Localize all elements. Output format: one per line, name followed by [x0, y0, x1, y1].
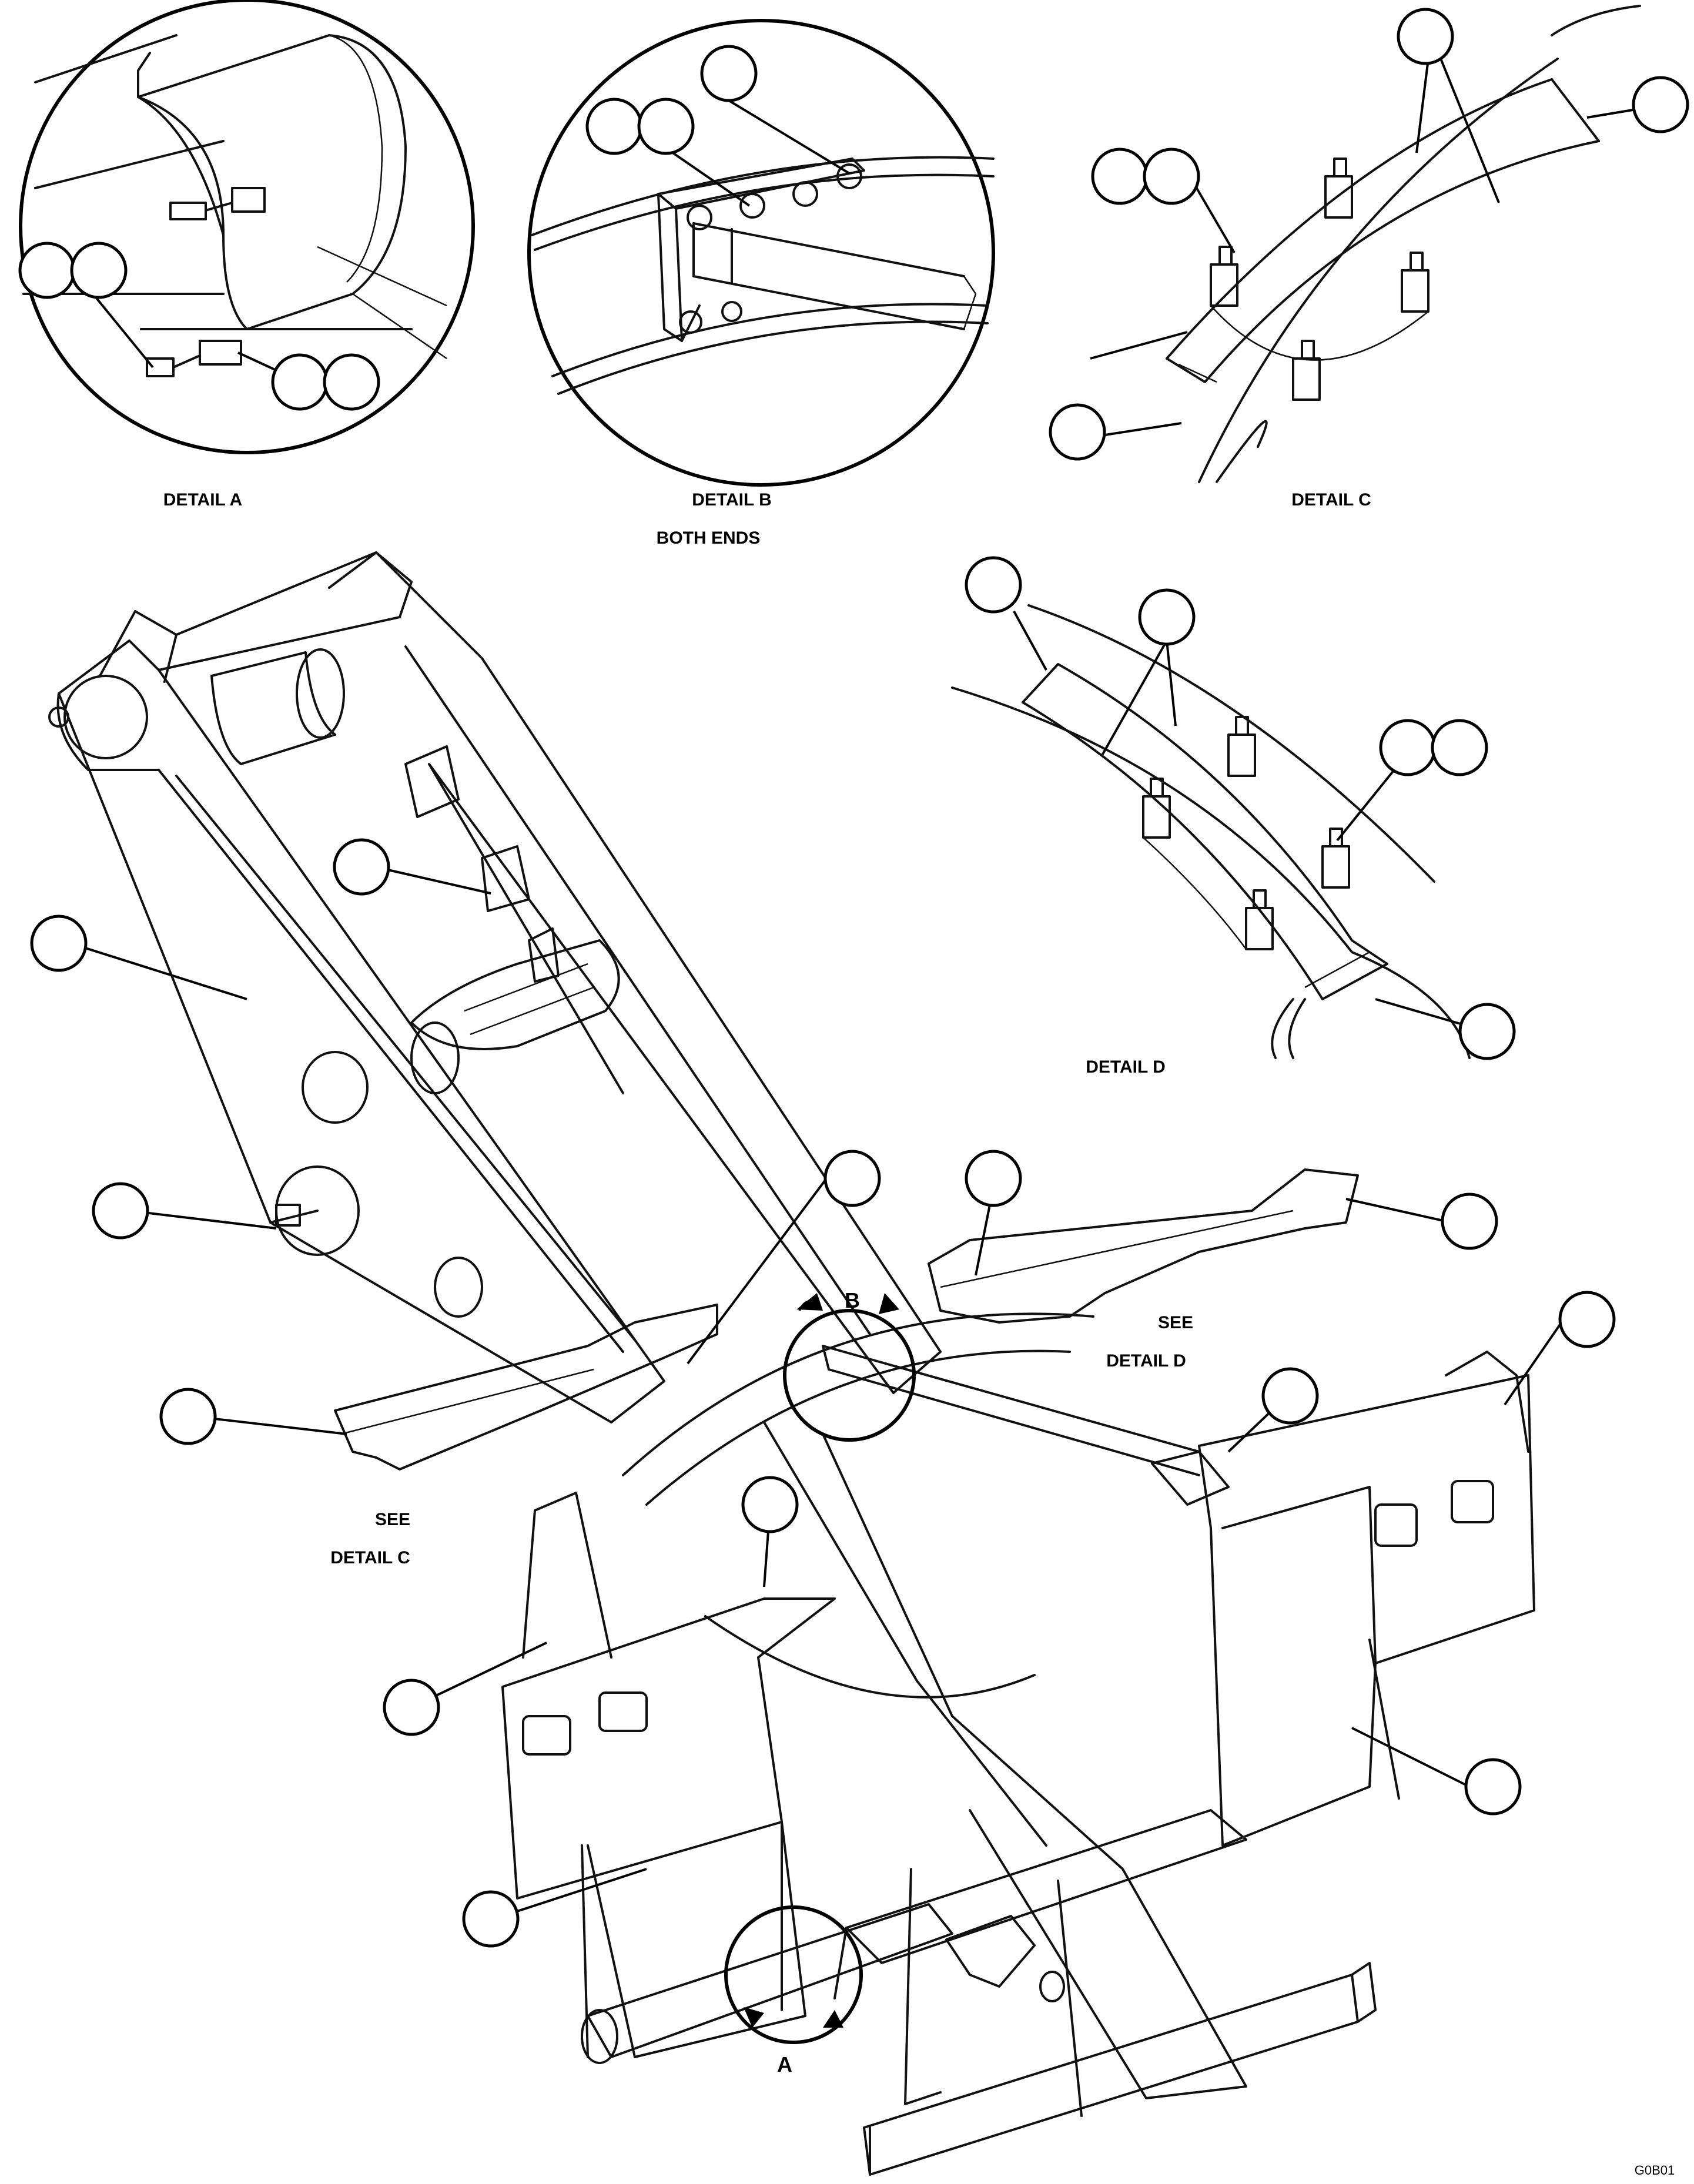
detail-b: DETAIL B BOTH ENDS: [527, 19, 995, 548]
see-detail-c: DETAIL C: [330, 1548, 410, 1567]
see-detail-d: DETAIL D: [1106, 1351, 1186, 1371]
marker-a: A: [777, 2052, 792, 2076]
main-assembly: B A SEE DETAIL D SEE DETAIL C: [30, 551, 1675, 2178]
detail-b-label: DETAIL B: [692, 490, 772, 510]
detail-a-label: DETAIL A: [163, 490, 242, 510]
detail-d: DETAIL D: [951, 556, 1516, 1077]
see-label-2: SEE: [375, 1510, 410, 1529]
detail-c-label: DETAIL C: [1291, 490, 1371, 510]
detail-a: DETAIL A: [18, 0, 475, 510]
detail-d-label: DETAIL D: [1086, 1057, 1166, 1077]
marker-b: B: [845, 1288, 860, 1312]
drawing-number: G0B01: [1635, 2163, 1675, 2178]
detail-c: DETAIL C: [1049, 5, 1689, 510]
see-label-1: SEE: [1158, 1313, 1193, 1332]
detail-b-sublabel: BOTH ENDS: [657, 528, 761, 548]
